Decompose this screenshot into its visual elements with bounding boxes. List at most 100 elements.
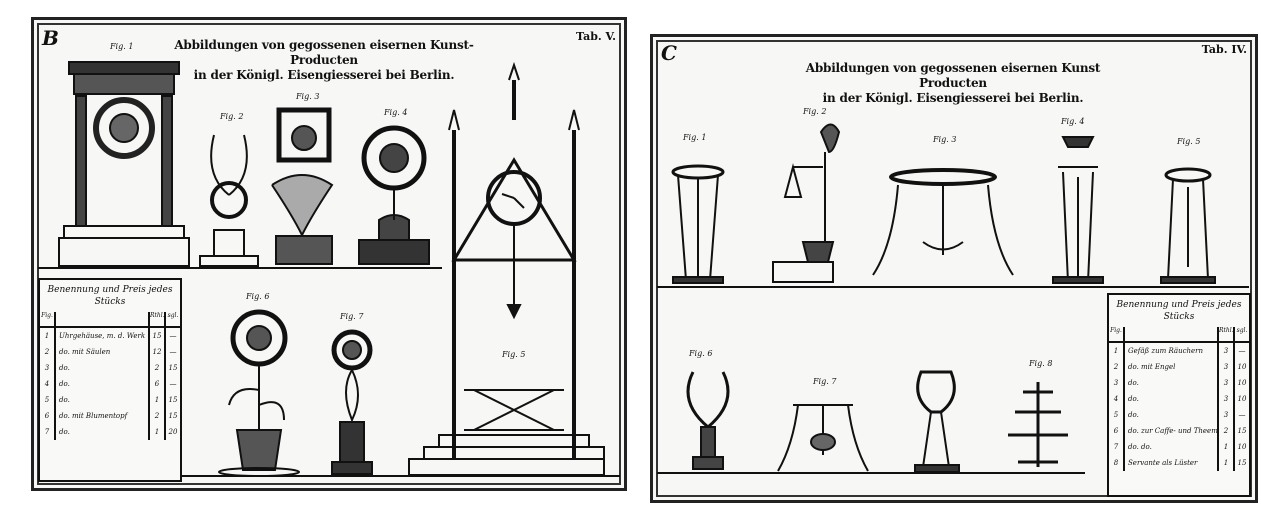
coffee-stand-drawing [777,404,869,472]
row-sgl: 10 [1237,379,1247,387]
row-sgl: — [1238,347,1246,355]
row-sgl: 15 [1237,459,1247,467]
figure-label: Fig. 8 [1029,359,1053,368]
lyre-clock-drawing [199,134,259,267]
row-name: Gefäß zum Räuchern [1125,343,1219,359]
row-fig: 6 [40,408,56,424]
row-rthl: 3 [1219,391,1235,407]
row-name: do. [1125,391,1219,407]
cast-iron-illustrations-left [38,61,620,477]
row-rthl: 2 [150,408,166,424]
row-fig: 6 [1109,423,1125,439]
urn-drawing [914,370,960,473]
row-name: do. do. [1125,439,1219,455]
price-table: Benennung und Preis jedes Stücks Fig. Rt… [1107,293,1251,497]
row-sgl: 15 [168,364,178,372]
row-fig: 2 [40,344,56,360]
row-rthl: 3 [1219,375,1235,391]
row-fig: 8 [1109,455,1125,471]
row-name: do. mit Blumentopf [56,408,150,424]
angel-scales-drawing [772,123,841,283]
row-rthl: 2 [1219,423,1235,439]
row-sgl: 20 [168,428,178,436]
tab-number: Tab. V. [575,30,616,43]
sunflower-pot-drawing [218,309,300,477]
row-name: do. [56,424,150,440]
plate-title: Abbildungen von gegossenen eisernen Kuns… [793,61,1113,106]
row-name: do. mit Engel [1125,359,1219,375]
row-name: do. [56,376,150,392]
figure-label: Fig. 6 [689,349,713,358]
row-name: Servante als Lüster [1125,455,1219,471]
cupid-clock-drawing [331,329,373,475]
col-sgl: sgl. [167,312,179,319]
figure-label: Fig. 1 [110,42,134,51]
plate-tab-iv: C Tab. IV. Abbildungen von gegossenen ei… [650,34,1258,503]
table-header-row: Fig. Rthl. sgl. [40,312,180,328]
row-sgl: — [169,380,177,388]
col-sgl: sgl. [1236,327,1248,334]
row-fig: 5 [1109,407,1125,423]
row-rthl: 3 [1219,407,1235,423]
col-name [1125,327,1219,341]
row-name: Uhrgehäuse, m. d. Werk [56,328,150,344]
table-header-row: Fig. Rthl. sgl. [1109,327,1249,343]
plate-tab-v: B Tab. V. Abbildungen von gegossenen eis… [31,17,627,491]
etagere-drawing [1008,382,1068,467]
angel-mirror-drawing [271,107,334,265]
figure-label: Fig. 3 [933,135,957,144]
row-fig: 7 [40,424,56,440]
col-name [56,312,150,326]
row-sgl: 15 [1237,427,1247,435]
row-rthl: 3 [1219,359,1235,375]
plate-mark: B [42,26,59,50]
title-line-2: in der Königl. Eisengiesserei bei Berlin… [822,91,1084,105]
row-rthl: 1 [150,392,166,408]
row-name: do. zur Caffe- und Theemaschine [1125,423,1219,439]
ornate-clock-drawing [358,125,430,265]
row-sgl: — [169,332,177,340]
row-fig: 4 [40,376,56,392]
row-name: do. [56,392,150,408]
row-fig: 4 [1109,391,1125,407]
col-rthl: Rthl. [1219,327,1235,341]
figure-label: Fig. 1 [683,133,707,142]
figure-label: Fig. 3 [296,92,320,101]
table-heading: Benennung und Preis jedes Stücks [47,285,173,307]
figure-label: Fig. 6 [246,292,270,301]
gothic-clock-drawing [408,61,605,476]
col-fig: Fig. [1109,327,1125,341]
figure-label: Fig. 4 [384,108,408,117]
col-rthl: Rthl. [150,312,166,326]
tab-number: Tab. IV. [1201,43,1247,56]
row-name: do. mit Säulen [56,344,150,360]
figure-label: Fig. 5 [1177,137,1201,146]
urn-stand-drawing [1160,167,1216,284]
plate-title: Abbildungen von gegossenen eisernen Kuns… [164,38,484,83]
row-rthl: 15 [150,328,166,344]
brazier-drawing [1052,136,1104,284]
row-fig: 3 [40,360,56,376]
row-fig: 3 [1109,375,1125,391]
table-row: 6do. zur Caffe- und Theemaschine215 [1109,423,1249,439]
row-sgl: 10 [1237,363,1247,371]
row-sgl: 15 [168,396,178,404]
row-rthl: 2 [150,360,166,376]
row-sgl: — [169,348,177,356]
title-line-1: Abbildungen von gegossenen eisernen Kuns… [805,61,1101,90]
row-rthl: 6 [150,376,166,392]
figure-label: Fig. 4 [1061,117,1085,126]
figure-label: Fig. 7 [340,312,364,321]
cast-iron-illustrations-right [657,123,1249,474]
figure-label: Fig. 2 [803,107,827,116]
row-name: do. [1125,407,1219,423]
